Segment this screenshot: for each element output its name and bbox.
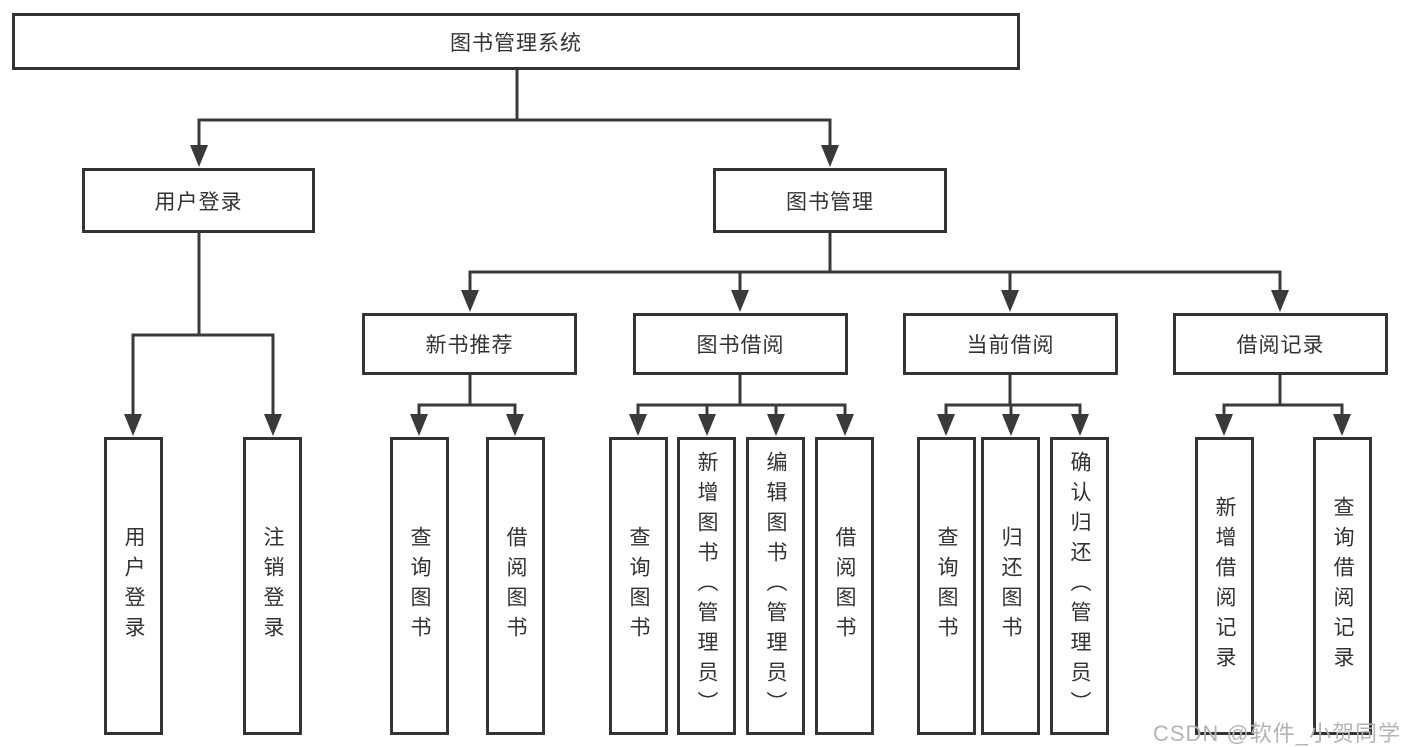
node-new-book-recommend: 新书推荐 [362,313,577,375]
leaf-add-book-admin-label: 新增图书（管理员） [695,451,718,721]
node-book-borrow: 图书借阅 [633,313,848,375]
leaf-borrow-book-2: 借阅图书 [815,437,874,735]
leaf-add-borrow-record: 新增借阅记录 [1195,437,1254,735]
node-current-borrow-label: 当前借阅 [966,334,1055,357]
leaf-confirm-return-admin: 确认归还（管理员） [1050,437,1109,735]
connector-book-management-fork [461,233,1289,312]
node-new-book-recommend-label: 新书推荐 [425,334,514,357]
leaf-borrow-book-2-label: 借阅图书 [833,526,856,646]
leaf-user-login-label: 用户登录 [122,526,145,646]
connector-borrow-record-fork [1215,375,1351,436]
leaf-add-borrow-record-label: 新增借阅记录 [1213,496,1236,676]
leaf-return-book-label: 归还图书 [999,526,1022,646]
node-current-borrow: 当前借阅 [903,313,1118,375]
connector-user-login-fork [124,233,282,436]
node-user-login-label: 用户登录 [154,190,243,214]
connector-root-to-level2 [190,69,839,167]
connector-current-borrow-fork [937,375,1089,436]
leaf-add-book-admin: 新增图书（管理员） [677,437,736,735]
connector-book-borrow-fork [629,375,854,436]
csdn-watermark: CSDN @软件_小贺同学 [1152,721,1401,746]
node-user-login: 用户登录 [82,168,315,233]
node-borrow-record: 借阅记录 [1173,313,1388,375]
node-book-borrow-label: 图书借阅 [696,334,785,357]
leaf-return-book: 归还图书 [981,437,1040,735]
leaf-edit-book-admin-label: 编辑图书（管理员） [764,451,787,721]
leaf-logout-label: 注销登录 [261,526,284,646]
leaf-edit-book-admin: 编辑图书（管理员） [746,437,805,735]
node-borrow-record-label: 借阅记录 [1236,334,1325,357]
leaf-user-login: 用户登录 [104,437,163,735]
node-root-label: 图书管理系统 [450,31,582,55]
leaf-query-book-1: 查询图书 [390,437,449,735]
leaf-query-borrow-record: 查询借阅记录 [1313,437,1372,735]
leaf-query-book-3: 查询图书 [917,437,976,735]
node-book-management-label: 图书管理 [786,190,874,214]
leaf-query-book-2-label: 查询图书 [627,526,650,646]
node-root: 图书管理系统 [12,13,1020,70]
leaf-logout: 注销登录 [243,437,302,735]
leaf-borrow-book-1: 借阅图书 [486,437,545,735]
leaf-query-book-2: 查询图书 [609,437,668,735]
leaf-query-borrow-record-label: 查询借阅记录 [1331,496,1354,676]
node-book-management: 图书管理 [713,168,947,233]
leaf-query-book-3-label: 查询图书 [935,526,958,646]
connector-new-book-recommend-fork [410,375,524,436]
leaf-query-book-1-label: 查询图书 [408,526,431,646]
leaf-confirm-return-admin-label: 确认归还（管理员） [1068,451,1091,721]
leaf-borrow-book-1-label: 借阅图书 [504,526,527,646]
